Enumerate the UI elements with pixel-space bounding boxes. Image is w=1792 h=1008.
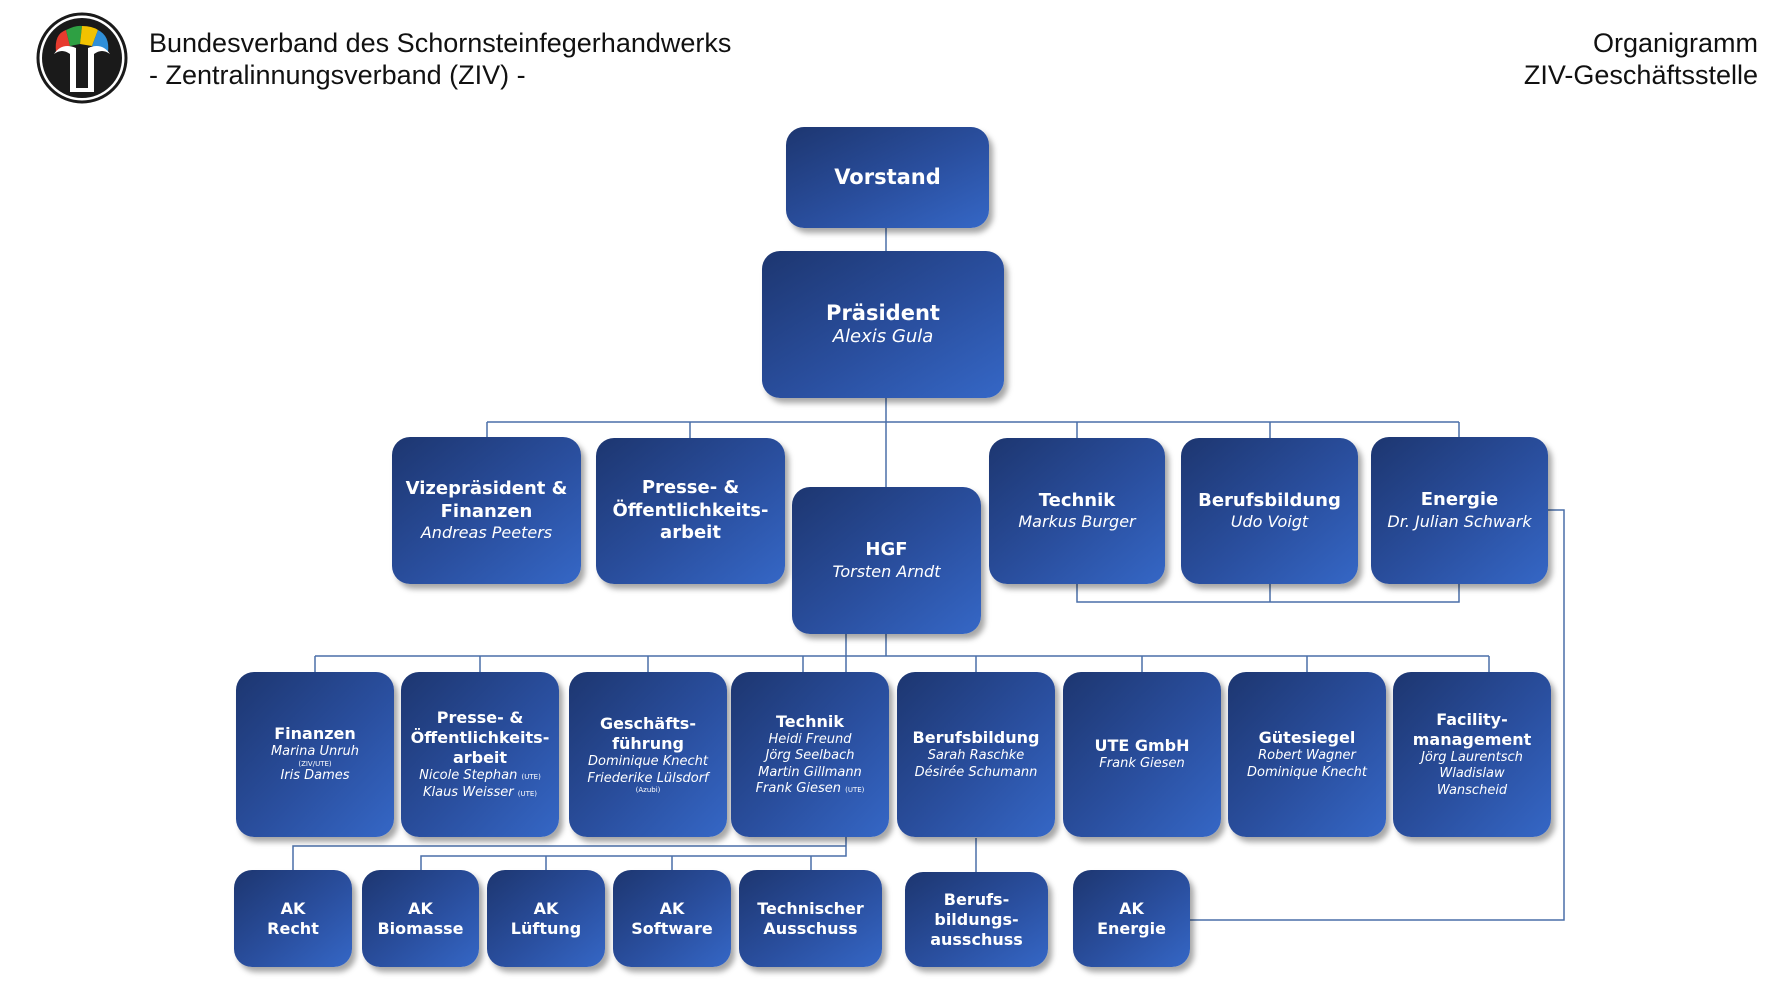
box-title-line2: Ausschuss xyxy=(763,918,858,938)
box-person-tag: (Azubi) xyxy=(635,785,661,794)
box-person: Dominique Knecht xyxy=(588,754,708,770)
box-title-line3: arbeit xyxy=(660,522,721,544)
box-person: Nicole Stephan (UTE) xyxy=(419,768,541,784)
box-title: Präsident xyxy=(826,301,940,326)
chimney-sweep-guild-logo-icon xyxy=(36,12,128,104)
connector-advisors-bottom xyxy=(1076,584,1460,603)
box-title-line1: Berufs- xyxy=(943,889,1010,909)
box-technik-vorstand[interactable]: Technik Markus Burger xyxy=(989,438,1165,584)
box-person: Iris Dames xyxy=(280,768,350,784)
box-person: Sarah Raschke xyxy=(927,748,1025,764)
box-ute-gmbh[interactable]: UTE GmbH Frank Giesen xyxy=(1063,672,1221,837)
box-person: Dominique Knecht xyxy=(1247,764,1367,780)
box-title-line2: führung xyxy=(612,734,684,754)
box-finanzen[interactable]: Finanzen Marina Unruh (ZIV/UTE) Iris Dam… xyxy=(236,672,394,837)
box-presse[interactable]: Presse- & Öffentlichkeits- arbeit Nicole… xyxy=(401,672,559,837)
box-title-line1: Vizepräsident & xyxy=(405,478,568,499)
box-title: Gütesiegel xyxy=(1258,728,1356,748)
box-person: Friederike Lülsdorf xyxy=(587,770,709,786)
box-title-line2: management xyxy=(1412,730,1532,750)
box-person: Marina Unruh xyxy=(270,744,360,760)
box-facility-management[interactable]: Facility- management Jörg Laurentsch Wla… xyxy=(1393,672,1551,837)
box-title-line2: Öffentlichkeits- xyxy=(410,728,550,748)
box-ak-lueftung[interactable]: AK Lüftung xyxy=(487,870,605,967)
box-ak-software[interactable]: AK Software xyxy=(613,870,731,967)
box-title-line2: bildungs- xyxy=(934,909,1019,929)
box-title-line1: Presse- & xyxy=(641,477,740,499)
connector-energie-ak xyxy=(1190,509,1565,921)
box-ak-recht[interactable]: AK Recht xyxy=(234,870,352,967)
box-person: Klaus Weisser (UTE) xyxy=(422,784,538,800)
box-praesident[interactable]: Präsident Alexis Gula xyxy=(762,251,1004,398)
box-title: Finanzen xyxy=(274,724,356,744)
box-title-line2: Öffentlichkeits- xyxy=(612,499,769,521)
box-person: Wanscheid xyxy=(1436,782,1508,798)
box-title-line2: Recht xyxy=(267,918,319,938)
box-title: Technik xyxy=(1038,489,1116,511)
box-person: Jörg Seelbach xyxy=(765,748,855,764)
box-berufsbildung[interactable]: Berufsbildung Sarah Raschke Désirée Schu… xyxy=(897,672,1055,837)
box-title-line1: AK xyxy=(408,898,433,918)
box-guetesiegel[interactable]: Gütesiegel Robert Wagner Dominique Knech… xyxy=(1228,672,1386,837)
box-person: Robert Wagner xyxy=(1258,748,1356,764)
org-name-line1: Bundesverband des Schornsteinfegerhandwe… xyxy=(149,28,732,58)
box-person: Udo Voigt xyxy=(1230,512,1309,532)
box-title-line3: ausschuss xyxy=(930,929,1023,949)
box-technischer-ausschuss[interactable]: Technischer Ausschuss xyxy=(739,870,882,967)
box-vorstand[interactable]: Vorstand xyxy=(786,127,989,228)
box-title-line3: arbeit xyxy=(452,748,508,768)
box-title-line1: Presse- & xyxy=(436,708,524,728)
box-person: Dr. Julian Schwark xyxy=(1387,511,1532,531)
box-title-line1: AK xyxy=(1119,898,1144,918)
connector-technik-ak xyxy=(292,634,847,870)
box-vizepraesident-finanzen[interactable]: Vizepräsident & Finanzen Andreas Peeters xyxy=(392,437,581,584)
box-title-line1: AK xyxy=(533,898,559,918)
box-title: HGF xyxy=(865,539,908,561)
box-title: UTE GmbH xyxy=(1094,736,1190,756)
box-person: Markus Burger xyxy=(1018,512,1136,532)
box-title: Vorstand xyxy=(834,165,941,190)
box-hgf[interactable]: HGF Torsten Arndt xyxy=(792,487,981,634)
box-person: Torsten Arndt xyxy=(832,561,941,581)
box-technik[interactable]: Technik Heidi Freund Jörg Seelbach Marti… xyxy=(731,672,889,837)
box-title-line1: Geschäfts- xyxy=(600,714,696,734)
box-person: Désirée Schumann xyxy=(914,764,1038,780)
box-person: Alexis Gula xyxy=(832,326,934,348)
box-title: Berufsbildung xyxy=(1198,489,1341,511)
document-subtitle: ZIV-Geschäftsstelle xyxy=(1523,60,1758,90)
box-title-line1: AK xyxy=(280,898,306,918)
box-person: Wladislaw xyxy=(1439,766,1505,782)
box-energie-vorstand[interactable]: Energie Dr. Julian Schwark xyxy=(1371,437,1548,584)
box-ak-energie[interactable]: AK Energie xyxy=(1073,870,1190,967)
box-person: Frank Giesen (UTE) xyxy=(755,780,865,796)
box-person: Frank Giesen xyxy=(1099,756,1185,772)
box-title-line2: Software xyxy=(631,918,713,938)
box-person-tag: (ZIV/UTE) xyxy=(298,759,332,768)
box-berufsbildung-vorstand[interactable]: Berufsbildung Udo Voigt xyxy=(1181,438,1358,584)
box-title-line2: Lüftung xyxy=(510,918,582,938)
box-title-line2: Finanzen xyxy=(440,500,533,522)
box-title-line2: Biomasse xyxy=(377,918,464,938)
box-title-line1: Facility- xyxy=(1436,710,1508,730)
box-ak-biomasse[interactable]: AK Biomasse xyxy=(362,870,479,967)
document-title: Organigramm xyxy=(1592,28,1758,58)
org-name-line2: - Zentralinnungsverband (ZIV) - xyxy=(149,60,526,90)
box-person: Heidi Freund xyxy=(768,732,852,747)
box-person: Andreas Peeters xyxy=(420,523,553,542)
box-berufsbildungsausschuss[interactable]: Berufs- bildungs- ausschuss xyxy=(905,872,1048,967)
box-geschaeftsfuehrung[interactable]: Geschäfts- führung Dominique Knecht Frie… xyxy=(569,672,727,837)
box-title: Energie xyxy=(1420,489,1499,511)
box-presse-vorstand[interactable]: Presse- & Öffentlichkeits- arbeit xyxy=(596,438,785,584)
box-person: Jörg Laurentsch xyxy=(1421,750,1523,766)
box-title: Berufsbildung xyxy=(912,728,1040,748)
box-person: Martin Gillmann xyxy=(758,764,862,780)
box-title: Technik xyxy=(775,712,845,731)
box-title-line1: AK xyxy=(659,898,685,918)
box-title-line1: Technischer xyxy=(757,898,864,918)
box-title-line2: Energie xyxy=(1097,918,1166,938)
